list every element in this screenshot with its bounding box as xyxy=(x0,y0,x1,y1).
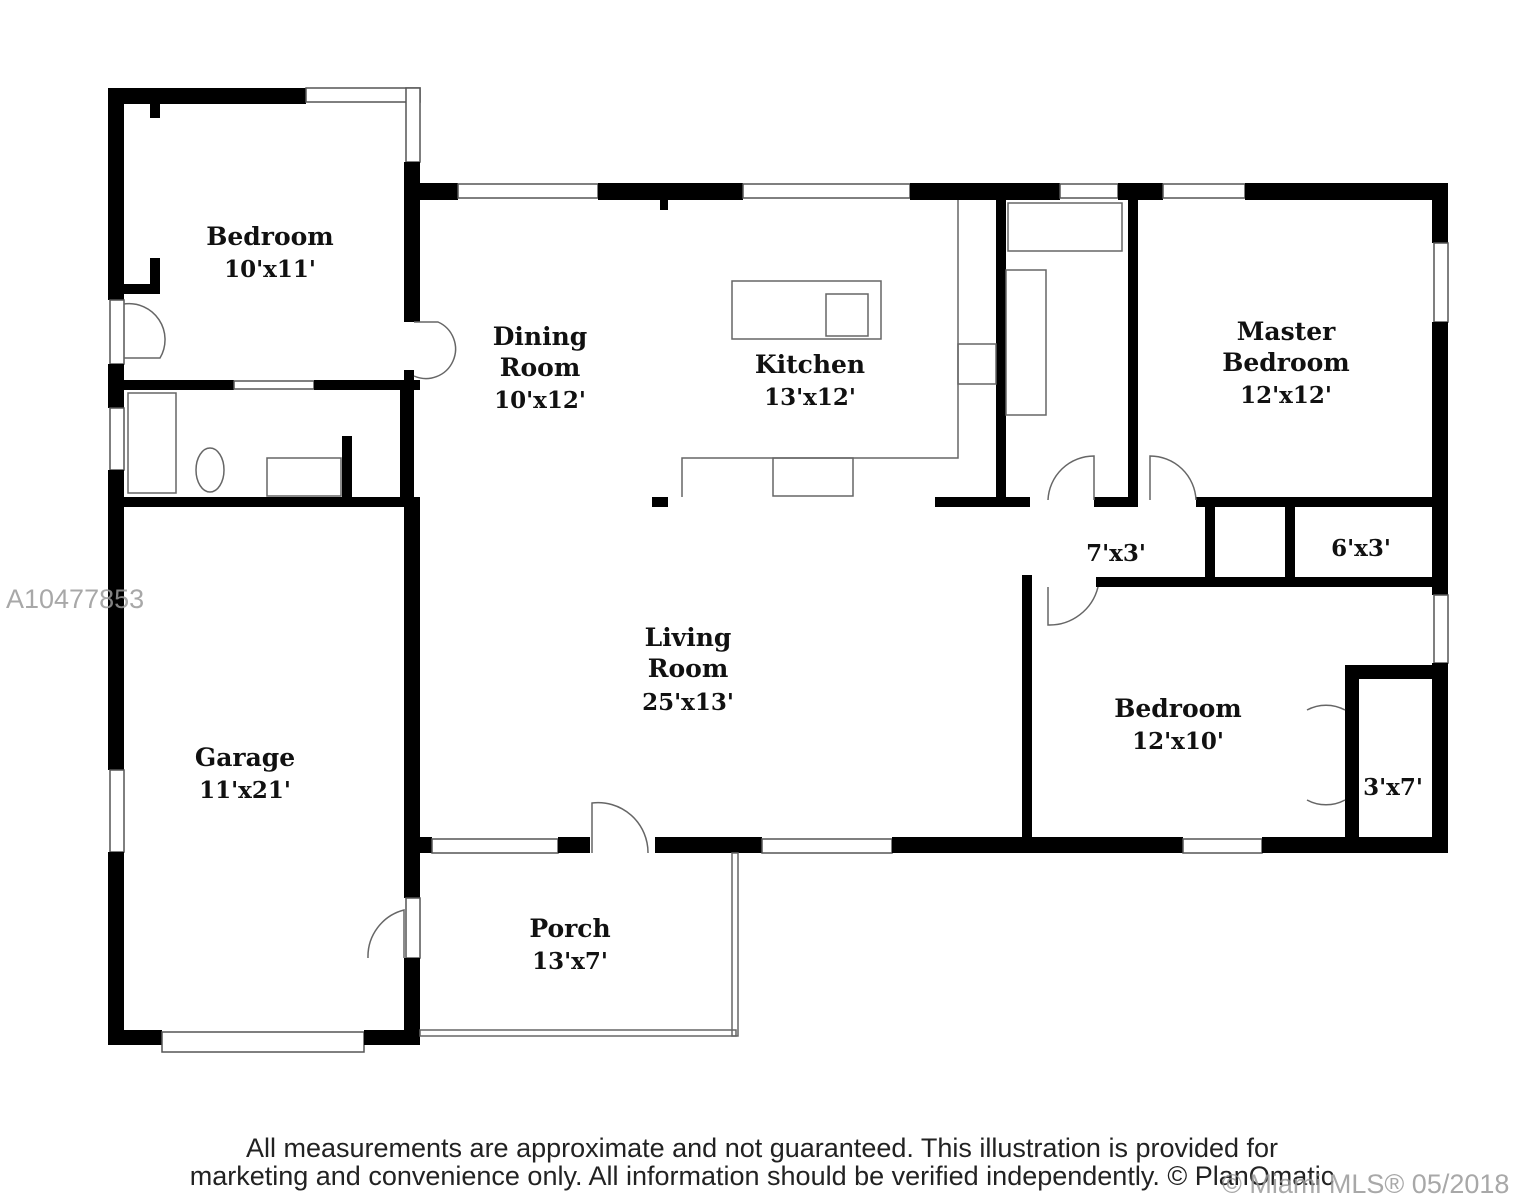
room-size-master-closet: 6'x3' xyxy=(1331,535,1391,562)
room-size-hall-closet: 7'x3' xyxy=(1086,540,1146,567)
room-size-dining: 10'x12' xyxy=(494,387,586,414)
room-name-porch: Porch xyxy=(529,914,610,943)
room-size-bedroom-se: 12'x10' xyxy=(1132,728,1224,755)
room-name-dining-2: Room xyxy=(500,353,581,382)
room-size-closet-se: 3'x7' xyxy=(1363,774,1423,801)
room-name-garage: Garage xyxy=(195,743,295,772)
room-name-master-1: Master xyxy=(1237,317,1336,346)
room-size-kitchen: 13'x12' xyxy=(764,384,856,411)
room-labels: Bedroom 10'x11' Dining Room 10'x12' Kitc… xyxy=(195,222,1423,975)
room-size-porch: 13'x7' xyxy=(532,948,608,975)
room-size-bedroom-nw: 10'x11' xyxy=(224,256,316,283)
room-name-kitchen: Kitchen xyxy=(755,350,865,379)
copyright-watermark: © Miami MLS® 05/2018 xyxy=(1222,1169,1509,1199)
room-name-living-2: Room xyxy=(648,654,729,683)
walls xyxy=(108,87,1449,1053)
listing-id-watermark: A10477853 xyxy=(6,584,144,614)
disclaimer-line-1: All measurements are approximate and not… xyxy=(246,1133,1278,1163)
room-size-garage: 11'x21' xyxy=(199,777,291,804)
room-size-master: 12'x12' xyxy=(1240,382,1332,409)
room-name-master-2: Bedroom xyxy=(1222,348,1350,377)
disclaimer-line-2: marketing and convenience only. All info… xyxy=(190,1161,1335,1191)
room-name-dining-1: Dining xyxy=(493,322,588,351)
room-name-bedroom-se: Bedroom xyxy=(1114,694,1242,723)
room-name-bedroom-nw: Bedroom xyxy=(206,222,334,251)
room-size-living: 25'x13' xyxy=(642,689,734,716)
room-name-living-1: Living xyxy=(645,623,732,652)
